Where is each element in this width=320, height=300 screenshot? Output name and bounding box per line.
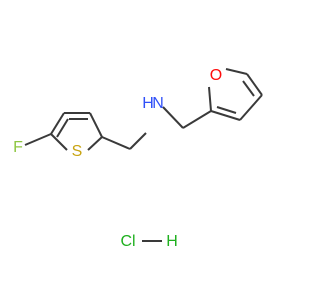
- bond-fc5-fc4: [246, 73, 263, 96]
- bond-fc4-fc3: [239, 94, 263, 121]
- bond-fc5-fc4-inner: [242, 80, 255, 97]
- bond-ch2-n: [129, 132, 147, 150]
- bond-n-ch2: [162, 106, 184, 129]
- atom-amine-hydrogen: H: [142, 95, 154, 112]
- atom-fluorine: F: [13, 139, 23, 156]
- atom-sulfur: S: [72, 143, 83, 160]
- bond-s-c5: [50, 133, 68, 151]
- bond-c5-c4-inner: [56, 118, 69, 138]
- molecule-structure: F S H N O Cl H: [13, 67, 263, 250]
- bond-o-fc5: [225, 68, 248, 75]
- atom-nitrogen: N: [152, 95, 164, 112]
- bond-c5-c4: [50, 112, 65, 135]
- atom-salt-hydrogen: H: [166, 233, 178, 250]
- bond-ch2-furan: [182, 110, 212, 129]
- atom-chlorine: Cl: [120, 233, 135, 250]
- bond-c5-f: [24, 133, 52, 146]
- bond-fc3-fc2-inner: [216, 106, 237, 114]
- bond-fc3-fc2: [210, 110, 241, 121]
- bond-c2-ch2: [101, 136, 131, 150]
- bond-c3-c2: [89, 112, 103, 138]
- bond-c2-s: [87, 136, 103, 151]
- atom-oxygen: O: [210, 67, 222, 84]
- bond-fc2-o: [208, 86, 212, 112]
